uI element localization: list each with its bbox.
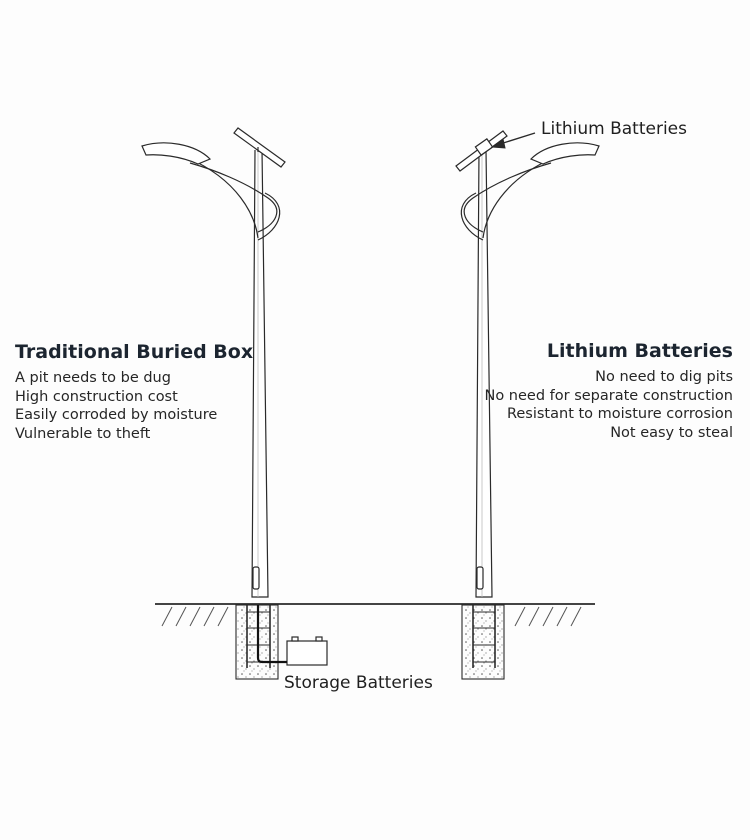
list-item: No need for separate construction xyxy=(484,387,733,404)
lamp-head-icon xyxy=(529,142,600,165)
lithium-batteries-points: No need to dig pits No need for separate… xyxy=(484,368,733,442)
left-street-light xyxy=(141,127,286,598)
traditional-box-title: Traditional Buried Box xyxy=(15,341,254,363)
lamp-head-icon xyxy=(141,142,212,165)
list-item: Resistant to moisture corrosion xyxy=(506,406,733,422)
list-item: Easily corroded by moisture xyxy=(15,407,218,423)
list-item: A pit needs to be dug xyxy=(15,370,171,386)
storage-batteries-callout: Storage Batteries xyxy=(284,673,433,693)
lithium-battery-icon xyxy=(474,138,494,156)
lithium-batteries-callout: Lithium Batteries xyxy=(541,119,687,139)
traditional-box-points: A pit needs to be dug High construction … xyxy=(15,369,217,443)
storage-battery-icon xyxy=(256,605,328,666)
list-item: Vulnerable to theft xyxy=(15,425,151,442)
right-street-light xyxy=(455,130,600,598)
callout-arrow-icon xyxy=(490,132,536,149)
ground-line xyxy=(155,603,595,627)
solar-panel-icon xyxy=(233,127,286,168)
list-item: No need to dig pits xyxy=(595,369,733,385)
lithium-batteries-title: Lithium Batteries xyxy=(546,340,733,362)
list-item: Not easy to steal xyxy=(610,424,733,441)
right-foundation xyxy=(461,604,505,680)
list-item: High construction cost xyxy=(15,388,178,405)
